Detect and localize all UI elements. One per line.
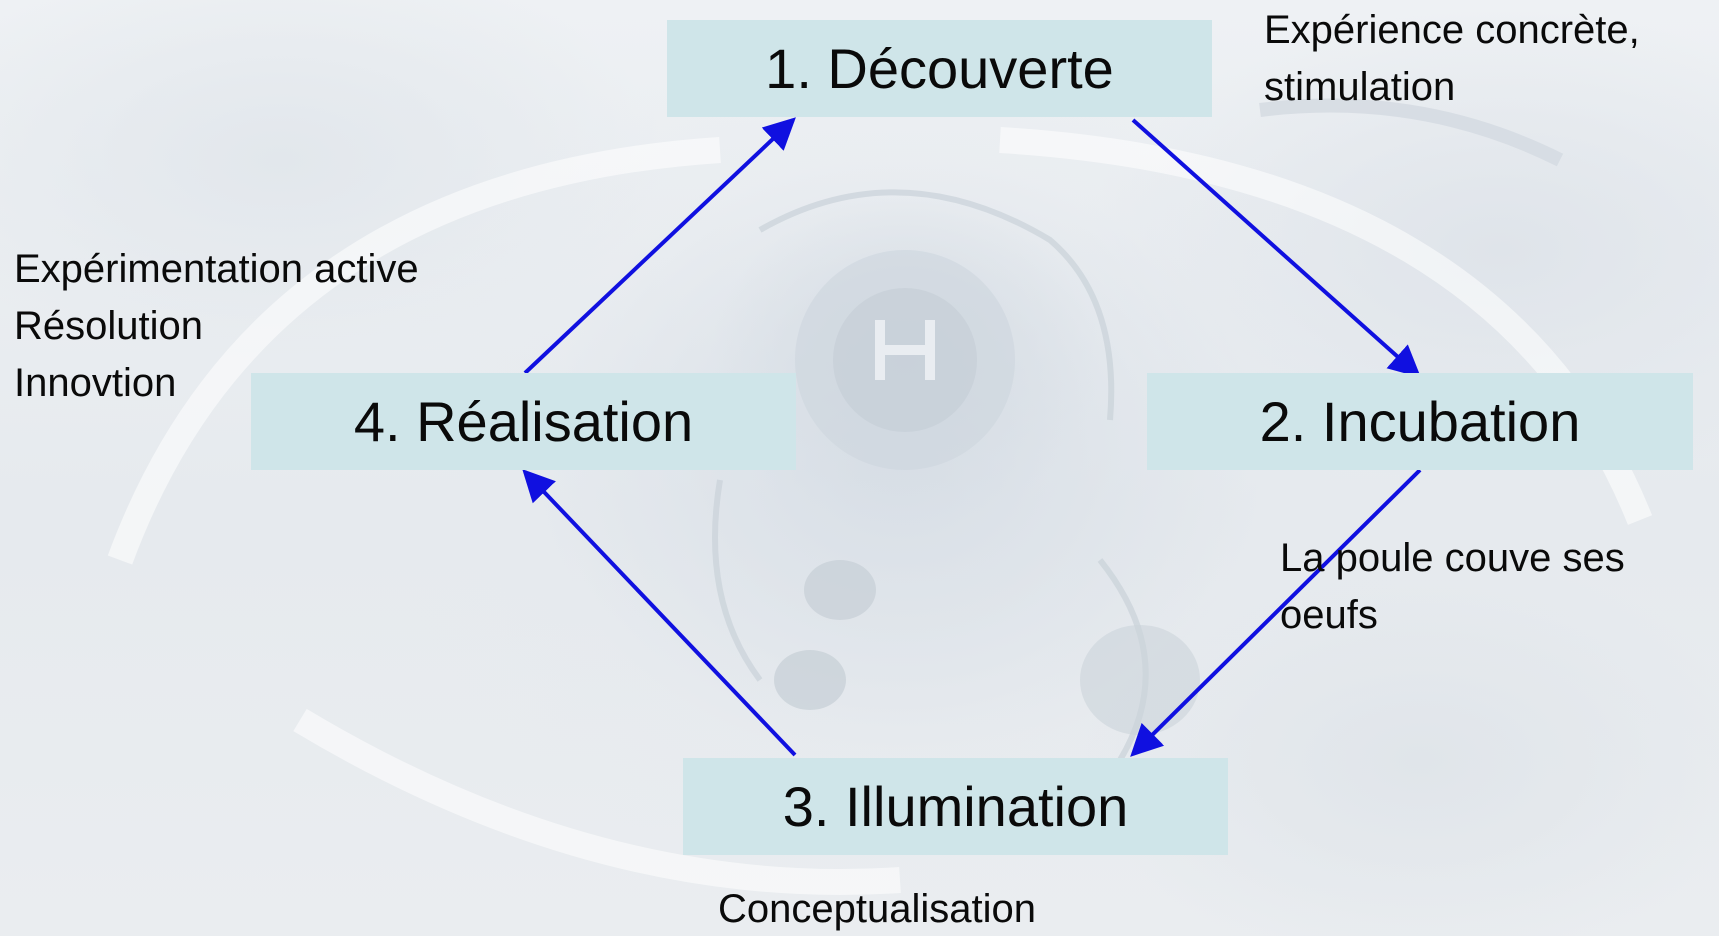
stage-label-decouverte: 1. Découverte <box>765 37 1114 100</box>
note-decouverte-line: Expérience concrète, <box>1264 8 1640 52</box>
stage-label-realisation: 4. Réalisation <box>353 390 694 453</box>
stage-box-illumination: 3. Illumination <box>683 758 1228 855</box>
stage-box-realisation: 4. Réalisation <box>251 373 796 470</box>
note-decouverte-line: stimulation <box>1264 65 1456 109</box>
arrow-incubation-to-illumination <box>1130 468 1422 757</box>
stage-label-illumination: 3. Illumination <box>782 775 1129 838</box>
note-realisation-line: Expérimentation active <box>14 247 419 291</box>
note-illumination: Conceptualisation <box>718 881 1036 936</box>
note-incubation: La poule couve ses oeufs <box>1280 530 1625 644</box>
note-incubation-line: La poule couve ses <box>1280 536 1625 580</box>
arrow-decouverte-to-incubation <box>1131 118 1421 378</box>
stage-label-incubation: 2. Incubation <box>1259 390 1581 453</box>
note-realisation-line: Résolution <box>14 304 204 348</box>
arrow-realisation-to-decouverte <box>523 117 796 375</box>
note-realisation-line: Innovtion <box>14 361 177 405</box>
note-illumination-line: Conceptualisation <box>718 887 1036 931</box>
note-incubation-line: oeufs <box>1280 593 1378 637</box>
note-decouverte: Expérience concrète, stimulation <box>1264 2 1640 116</box>
note-realisation: Expérimentation active Résolution Innovt… <box>14 241 419 412</box>
stage-box-decouverte: 1. Découverte <box>667 20 1212 117</box>
stage-box-incubation: 2. Incubation <box>1147 373 1693 470</box>
arrow-illumination-to-realisation <box>522 469 797 757</box>
